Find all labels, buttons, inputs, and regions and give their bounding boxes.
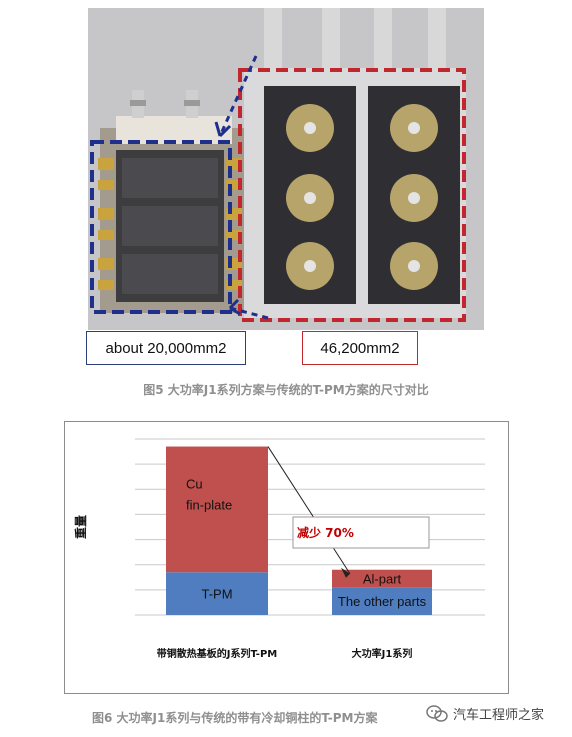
annotation-text: 减少 70% [297, 525, 354, 540]
tpm-area-label: 46,200mm2 [302, 331, 418, 365]
j1-outline [90, 140, 232, 314]
category-label: 带铜散热基板的J系列T-PM [157, 647, 278, 660]
weight-chart: 重量 T-PM Cu fin-plate 带铜散热基板的J系列T-PM The other… [64, 421, 509, 694]
reduction-arrowhead [341, 567, 350, 578]
reduction-arrow [267, 446, 351, 575]
figure6-caption: 图6 大功率J1系列与传统的带有冷却铜柱的T-PM方案 [92, 711, 378, 725]
segment-label: Al-part [363, 572, 402, 587]
segment-label: T-PM [201, 587, 232, 602]
watermark-text: 汽车工程师之家 [453, 708, 545, 723]
module-photo-svg [88, 8, 484, 330]
bar-segment [332, 569, 432, 588]
tpm-module [244, 8, 466, 318]
bar-segment [332, 587, 432, 615]
segment-label: The other parts [338, 594, 427, 609]
figure5-caption: 图5 大功率J1系列方案与传统的T-PM方案的尺寸对比 [143, 383, 429, 397]
wechat-icon [426, 704, 448, 722]
weight-chart-svg: 重量 T-PM Cu fin-plate 带铜散热基板的J系列T-PM The other… [73, 438, 485, 660]
module-photo [88, 8, 484, 330]
bar-segment [166, 446, 268, 573]
arrow-top [218, 55, 258, 137]
tpm-outline [238, 68, 466, 322]
watermark: 汽车工程师之家 [426, 704, 544, 723]
y-axis-label: 重量 [73, 515, 88, 539]
category-label: 大功率J1系列 [352, 647, 413, 660]
segment-label: Cu [186, 477, 203, 492]
j1-area-label: about 20,000mm2 [86, 331, 246, 365]
j1-module [98, 90, 248, 313]
bar-segment [166, 572, 268, 615]
annotation-box [292, 516, 430, 549]
segment-label: fin-plate [186, 498, 232, 513]
